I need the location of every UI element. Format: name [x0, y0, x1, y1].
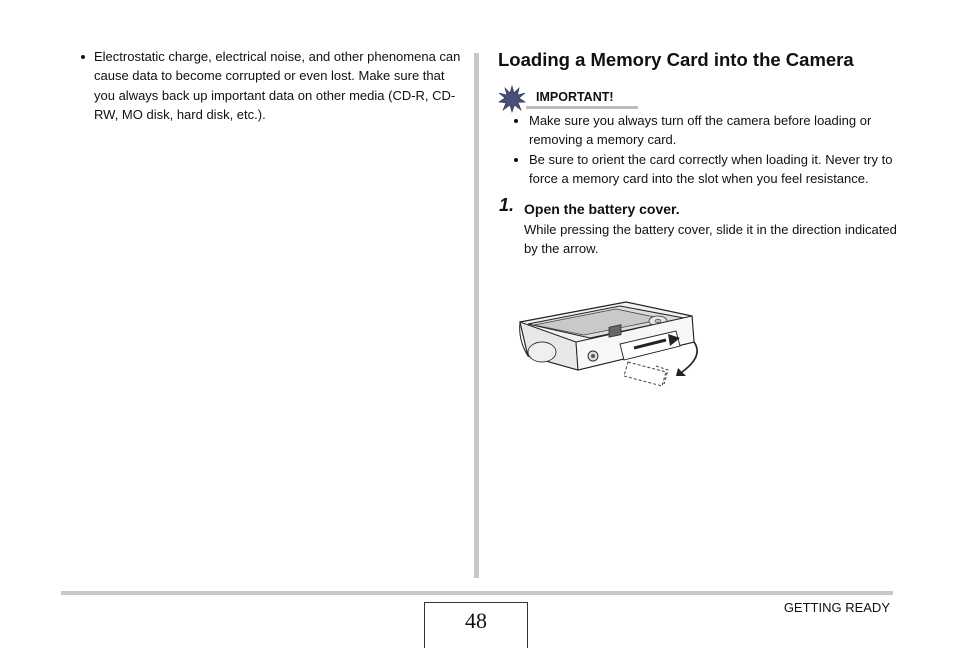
step-1: 1. Open the battery cover. While pressin… — [498, 195, 898, 259]
column-divider — [474, 53, 479, 578]
list-item: Make sure you always turn off the camera… — [498, 111, 898, 150]
important-label: IMPORTANT! — [536, 90, 614, 104]
footer-rule — [61, 591, 893, 595]
important-header: IMPORTANT! — [498, 85, 898, 113]
important-bullet-list: Make sure you always turn off the camera… — [498, 111, 898, 189]
step-title: Open the battery cover. — [524, 200, 680, 217]
burst-icon — [498, 85, 526, 113]
camera-illustration — [519, 301, 698, 387]
right-column: Loading a Memory Card into the Camera IM… — [498, 47, 898, 258]
important-underline — [526, 106, 638, 109]
section-label: GETTING READY — [783, 600, 890, 615]
step-number: 1. — [499, 194, 515, 215]
left-column: Electrostatic charge, electrical noise, … — [78, 47, 463, 124]
left-bullet-list: Electrostatic charge, electrical noise, … — [78, 47, 463, 124]
list-item: Be sure to orient the card correctly whe… — [498, 150, 898, 189]
section-title: Loading a Memory Card into the Camera — [498, 49, 854, 70]
page-number: 48 — [424, 602, 528, 648]
step-text: While pressing the battery cover, slide … — [524, 221, 897, 257]
list-item: Electrostatic charge, electrical noise, … — [78, 47, 463, 124]
